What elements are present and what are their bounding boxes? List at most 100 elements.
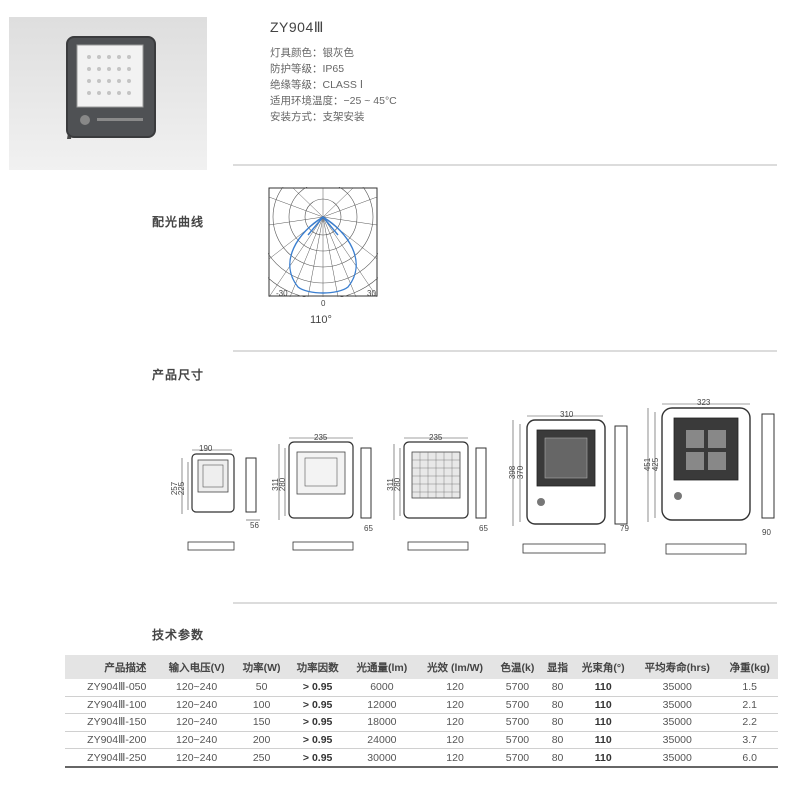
dimension-drawing-3 [390,430,495,565]
cell-power-factor: > 0.95 [288,696,347,715]
header-power-factor: 功率因数 [288,655,347,679]
dim3-h-inner: 280 [393,477,403,492]
dim3-width: 235 [429,433,443,442]
section-title-dimensions: 产品尺寸 [152,368,205,382]
cell-desc: ZY904Ⅲ-250 [65,748,159,768]
dim4-width: 310 [560,410,574,419]
cell-power: 150 [234,713,289,732]
cell-lifetime: 35000 [633,713,722,732]
cell-voltage: 120~240 [158,696,235,715]
cell-power-factor: > 0.95 [288,679,347,697]
dim2-h-inner: 280 [278,477,288,492]
cell-power: 200 [234,731,289,750]
cell-flux: 12000 [346,696,417,715]
cell-flux: 6000 [346,679,417,697]
cell-lifetime: 35000 [633,748,722,768]
table-row: ZY904Ⅲ-250 120~240 250 > 0.95 30000 120 … [65,748,778,768]
cell-power-factor: > 0.95 [288,748,347,768]
cell-efficacy: 120 [416,731,494,750]
cell-beam: 110 [573,679,634,697]
cell-weight: 2.2 [721,713,778,732]
beam-angle-caption: 110° [310,314,332,326]
cell-desc: ZY904Ⅲ-200 [65,731,159,750]
cell-cri: 80 [541,748,574,768]
product-photo [9,17,207,170]
cell-desc: ZY904Ⅲ-050 [65,679,159,697]
cell-beam: 110 [573,713,634,732]
header-power: 功率(W) [234,655,289,679]
spec-insulation: 绝缘等级：CLASS Ⅰ [270,79,363,91]
dim4-depth: 79 [620,524,629,533]
spec-mounting: 安装方式：支架安装 [270,111,365,123]
header-voltage: 输入电压(V) [158,655,235,679]
cell-power: 250 [234,748,289,768]
spec-protection: 防护等级：IP65 [270,63,345,75]
polar-label-right: 30 [367,289,376,298]
parameters-table: 产品描述 输入电压(V) 功率(W) 功率因数 光通量(lm) 光效 (lm/W… [65,655,778,768]
header-beam: 光束角(°) [573,655,634,679]
cell-cct: 5700 [493,731,542,750]
divider-1 [233,164,777,166]
cell-lifetime: 35000 [633,696,722,715]
table-row: ZY904Ⅲ-100 120~240 100 > 0.95 12000 120 … [65,696,778,715]
table-header-row: 产品描述 输入电压(V) 功率(W) 功率因数 光通量(lm) 光效 (lm/W… [65,655,778,679]
cell-flux: 24000 [346,731,417,750]
divider-2 [233,350,777,352]
cell-efficacy: 120 [416,696,494,715]
dim1-h-inner: 225 [177,481,187,496]
cell-beam: 110 [573,731,634,750]
cell-lifetime: 35000 [633,679,722,697]
cell-power-factor: > 0.95 [288,713,347,732]
cell-cri: 80 [541,713,574,732]
dimension-drawing-5 [640,398,785,573]
cell-beam: 110 [573,696,634,715]
cell-efficacy: 120 [416,748,494,768]
table-row: ZY904Ⅲ-200 120~240 200 > 0.95 24000 120 … [65,731,778,750]
cell-voltage: 120~240 [158,713,235,732]
cell-efficacy: 120 [416,713,494,732]
cell-cri: 80 [541,696,574,715]
cell-beam: 110 [573,748,634,768]
floodlight-image [66,36,156,139]
header-cri: 显指 [541,655,574,679]
polar-diagram [240,134,406,300]
polar-label-left: -30 [276,289,288,298]
cell-weight: 2.1 [721,696,778,715]
dim2-width: 235 [314,433,328,442]
cell-weight: 3.7 [721,731,778,750]
dim4-h-inner: 370 [516,465,526,480]
cell-power: 50 [234,679,289,697]
table-row: ZY904Ⅲ-150 120~240 150 > 0.95 18000 120 … [65,713,778,732]
model-title: ZY904Ⅲ [270,19,324,35]
cell-weight: 1.5 [721,679,778,697]
header-desc: 产品描述 [65,655,159,679]
cell-lifetime: 35000 [633,731,722,750]
dim1-depth: 56 [250,521,259,530]
polar-label-center: 0 [321,299,326,308]
cell-flux: 18000 [346,713,417,732]
spec-color: 灯具颜色：银灰色 [270,47,354,59]
cell-flux: 30000 [346,748,417,768]
section-title-light-curve: 配光曲线 [152,215,205,229]
cell-voltage: 120~240 [158,731,235,750]
dim1-width: 190 [199,444,213,453]
header-cct: 色温(k) [493,655,542,679]
cell-cri: 80 [541,679,574,697]
header-efficacy: 光效 (lm/W) [416,655,494,679]
dimension-drawing-1 [170,440,265,565]
cell-voltage: 120~240 [158,748,235,768]
cell-cct: 5700 [493,713,542,732]
spec-temperature: 适用环境温度：−25 ~ 45°C [270,95,397,107]
cell-weight: 6.0 [721,748,778,768]
spec-list: 灯具颜色：银灰色 防护等级：IP65 绝缘等级：CLASS Ⅰ 适用环境温度：−… [270,45,397,125]
dim3-depth: 65 [479,524,488,533]
dim2-depth: 65 [364,524,373,533]
dim5-width: 323 [697,398,711,407]
dim5-h-inner: 425 [651,457,661,472]
cell-cct: 5700 [493,748,542,768]
section-title-parameters: 技术参数 [152,628,205,642]
header-weight: 净重(kg) [721,655,778,679]
cell-power-factor: > 0.95 [288,731,347,750]
header-flux: 光通量(lm) [346,655,417,679]
table-row: ZY904Ⅲ-050 120~240 50 > 0.95 6000 120 57… [65,679,778,697]
